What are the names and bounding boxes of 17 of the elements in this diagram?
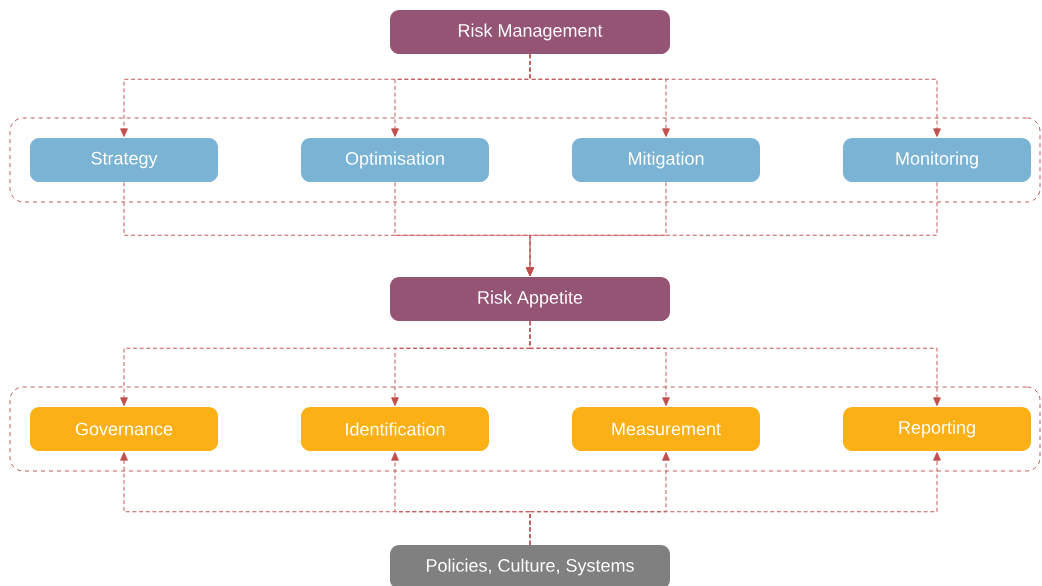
dashed-group-frame	[9, 117, 1041, 203]
arrow	[529, 452, 941, 546]
process-box: Monitoring	[843, 138, 1031, 182]
arrow	[529, 320, 941, 407]
process-box: Mitigation	[572, 138, 760, 182]
process-box: Risk Appetite	[390, 277, 670, 321]
arrow	[526, 181, 938, 276]
process-box: Identification	[301, 407, 489, 451]
process-box: Policies, Culture, Systems	[390, 545, 670, 586]
process-box: Risk Management	[390, 10, 670, 54]
arrow	[529, 53, 941, 137]
process-box: Reporting	[843, 407, 1031, 451]
process-box: Strategy	[30, 138, 218, 182]
process-box: Governance	[30, 407, 218, 451]
process-box: Optimisation	[301, 138, 489, 182]
process-box: Measurement	[572, 407, 760, 451]
dashed-group-frame	[9, 386, 1041, 472]
